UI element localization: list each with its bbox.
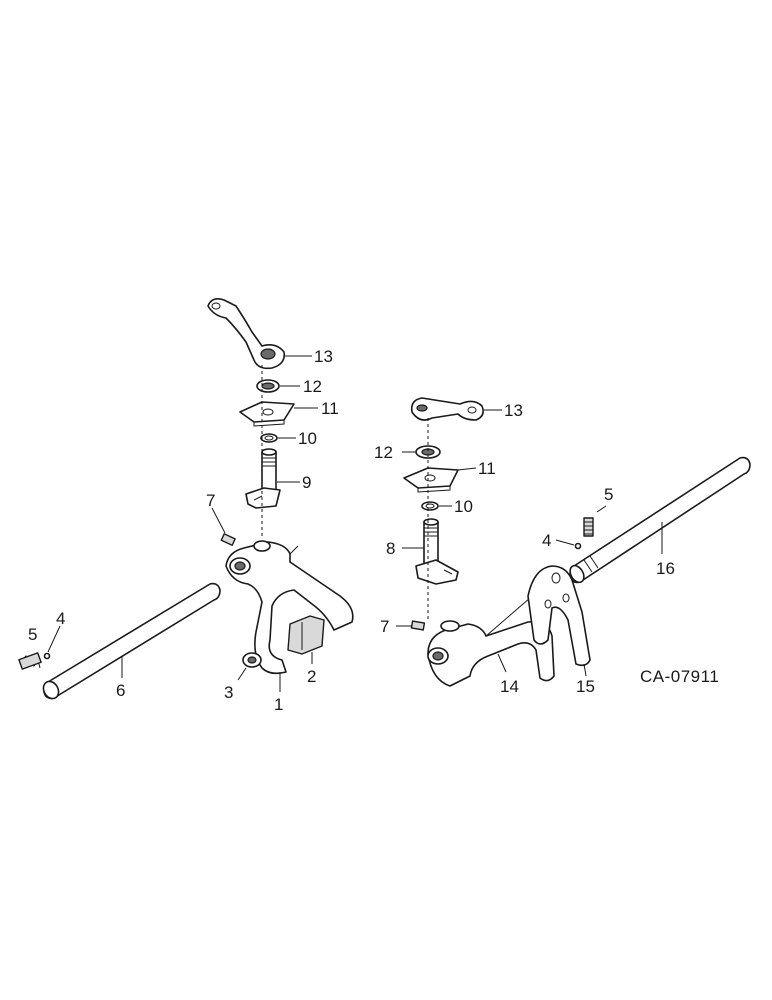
callout-right-bracket: 15 bbox=[576, 677, 595, 696]
callout-left-spring: 5 bbox=[28, 625, 37, 644]
right-shift-fork bbox=[427, 597, 555, 687]
callout-right-ball: 4 bbox=[542, 531, 551, 550]
callout-right-rod: 16 bbox=[656, 559, 675, 578]
left-ball bbox=[43, 625, 61, 660]
right-set-screw bbox=[396, 620, 426, 631]
right-o-ring bbox=[421, 501, 452, 511]
callout-labels: 13 12 11 10 9 7 5 4 6 3 1 2 13 12 11 10 … bbox=[28, 347, 719, 714]
callout-left-ball: 4 bbox=[56, 609, 65, 628]
callout-right-plate: 11 bbox=[478, 459, 496, 478]
right-plate bbox=[403, 467, 477, 493]
right-ball bbox=[555, 539, 582, 550]
left-set-screw bbox=[211, 507, 236, 546]
callout-left-rod: 6 bbox=[116, 681, 125, 700]
callout-right-screw: 7 bbox=[380, 617, 389, 636]
left-plate bbox=[239, 401, 318, 427]
right-spring bbox=[583, 505, 607, 537]
right-seal bbox=[402, 445, 441, 459]
left-shift-fork bbox=[225, 540, 354, 692]
left-shaft bbox=[245, 448, 300, 509]
callout-right-lever: 13 bbox=[504, 401, 523, 420]
drawing-code: CA-07911 bbox=[640, 667, 719, 686]
left-seal bbox=[256, 379, 300, 393]
left-o-ring bbox=[260, 433, 296, 443]
callout-right-seal: 12 bbox=[374, 443, 393, 462]
left-shift-lever bbox=[207, 298, 312, 370]
callout-left-shaft: 9 bbox=[302, 473, 311, 492]
callout-left-lever: 13 bbox=[314, 347, 333, 366]
callout-left-fork: 1 bbox=[274, 695, 283, 714]
callout-right-shaft: 8 bbox=[386, 539, 395, 558]
right-fork-bracket bbox=[527, 565, 591, 677]
callout-left-plate: 11 bbox=[321, 399, 339, 418]
right-shaft bbox=[402, 518, 459, 585]
left-washer bbox=[237, 652, 262, 681]
left-fork-pad bbox=[287, 615, 325, 664]
callout-left-seal: 12 bbox=[303, 377, 322, 396]
callout-right-spring: 5 bbox=[604, 485, 613, 504]
callout-left-washer: 3 bbox=[224, 683, 233, 702]
right-shift-lever bbox=[410, 397, 502, 421]
callout-left-o-ring: 10 bbox=[298, 429, 317, 448]
callout-left-screw: 7 bbox=[206, 491, 215, 510]
right-shift-rod bbox=[569, 456, 751, 584]
left-shift-rod bbox=[42, 582, 221, 700]
callout-right-fork: 14 bbox=[500, 677, 519, 696]
callout-left-pad: 2 bbox=[307, 667, 316, 686]
callout-right-o-ring: 10 bbox=[454, 497, 473, 516]
left-spring bbox=[18, 652, 42, 670]
